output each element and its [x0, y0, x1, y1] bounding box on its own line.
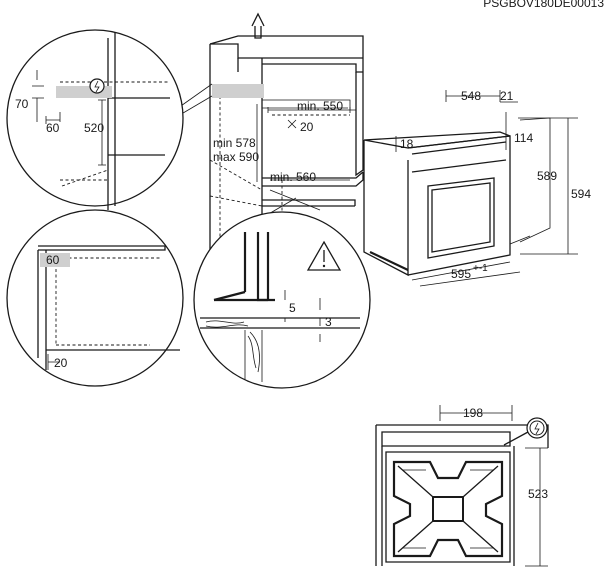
oven-view: [363, 90, 578, 287]
rear-power-lightning-icon: [534, 422, 540, 435]
power-lightning-icon: [94, 80, 100, 93]
detail-bottom-circle: [6, 209, 184, 387]
detail-bottom-vent-depth: 60: [46, 253, 60, 267]
rear-height: 523: [528, 487, 548, 501]
warning-triangle-icon: [306, 240, 342, 271]
oven-width: 595: [451, 267, 471, 281]
rear-cable-offset: 198: [463, 406, 483, 420]
cabinet-height-max: max 590: [213, 150, 259, 164]
oven-door-depth: 21: [500, 89, 514, 103]
up-arrow-icon: [251, 12, 265, 39]
cabinet-view: [209, 12, 364, 270]
cabinet-front-gap: 20: [300, 120, 314, 134]
detail-top-depth-vent: 60: [46, 121, 60, 135]
cabinet-depth-min-lower: min. 560: [270, 170, 316, 184]
oven-top-gap: 18: [400, 137, 414, 151]
detail-warning-gap-b: 3: [325, 315, 332, 329]
detail-top-circle: [6, 29, 184, 210]
oven-panel-height: 114: [514, 131, 533, 145]
oven-total-height: 594: [571, 187, 591, 201]
cabinet-height-min: min 578: [213, 136, 256, 150]
document-code: PSGBOV180DE00013: [483, 0, 604, 10]
oven-body-height: 589: [537, 169, 557, 183]
detail-warning-circle: [193, 211, 371, 389]
detail-top-height-vent: 70: [15, 97, 29, 111]
detail-bottom-gap: 20: [54, 356, 68, 370]
detail-top-cabinet-depth: 520: [84, 121, 104, 135]
detail-warning-gap-a: 5: [289, 301, 296, 315]
cabinet-depth-min-upper: min. 550: [297, 99, 343, 113]
rear-view: [375, 405, 549, 567]
oven-depth: 548: [461, 89, 481, 103]
oven-width-tolerance: +-1: [473, 263, 488, 274]
